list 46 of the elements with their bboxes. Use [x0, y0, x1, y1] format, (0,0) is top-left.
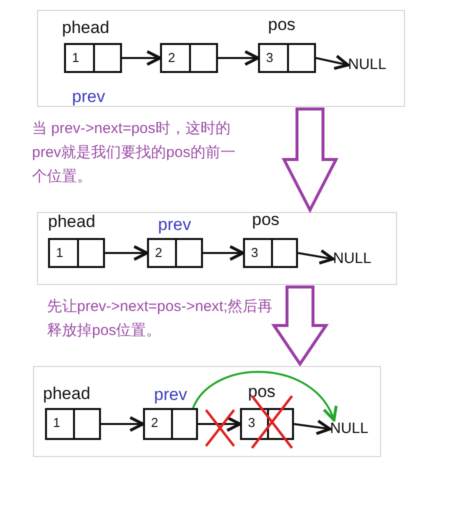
arrow	[101, 416, 144, 432]
arrow	[316, 54, 350, 70]
list-node-box	[243, 238, 298, 268]
node-value: 3	[266, 51, 274, 65]
node-value: 1	[53, 416, 60, 430]
pointer-label: prev	[154, 385, 188, 404]
arrow	[198, 416, 242, 432]
pointer-label: phead	[48, 212, 96, 231]
list-node-box	[48, 238, 105, 268]
arrow	[105, 245, 148, 261]
list-node-box	[64, 43, 122, 73]
panel-frame	[37, 212, 397, 285]
node-value: 2	[151, 416, 158, 430]
list-node-box	[143, 408, 198, 440]
node-value: 1	[56, 246, 64, 260]
arrow	[203, 245, 244, 261]
pointer-label: prev	[158, 215, 192, 234]
node-value: 3	[248, 416, 256, 430]
panel-frame	[37, 10, 405, 107]
pointer-label: pos	[248, 382, 276, 401]
node-value: 1	[72, 51, 80, 65]
arrow	[122, 50, 162, 66]
null-text: NULL	[348, 56, 386, 73]
list-node-box	[258, 43, 316, 73]
note-text: 当 prev->next=pos时，这时的 prev就是我们要找的pos的前一个位置。	[32, 119, 236, 187]
arrow	[298, 249, 334, 265]
pointer-label: pos	[268, 15, 296, 34]
list-node-box	[147, 238, 203, 268]
block-arrow	[271, 286, 329, 367]
curved-arrow	[192, 371, 336, 422]
arrow	[294, 419, 332, 436]
pointer-label: prev	[72, 87, 106, 106]
null-text: NULL	[333, 250, 372, 267]
list-node-box	[160, 43, 218, 73]
pointer-label: pos	[252, 210, 280, 229]
list-node-box	[45, 408, 101, 440]
pointer-label: phead	[43, 384, 90, 403]
arrow	[218, 50, 260, 66]
node-value: 3	[251, 246, 258, 260]
node-value: 2	[155, 246, 162, 260]
null-text: NULL	[330, 420, 368, 437]
note-text: 先让prev->next=pos->next;然后再释放掉pos位置。	[47, 297, 274, 341]
pointer-label: phead	[62, 18, 110, 37]
panel-frame	[33, 366, 381, 457]
block-arrow	[282, 108, 338, 214]
node-value: 2	[168, 51, 176, 65]
